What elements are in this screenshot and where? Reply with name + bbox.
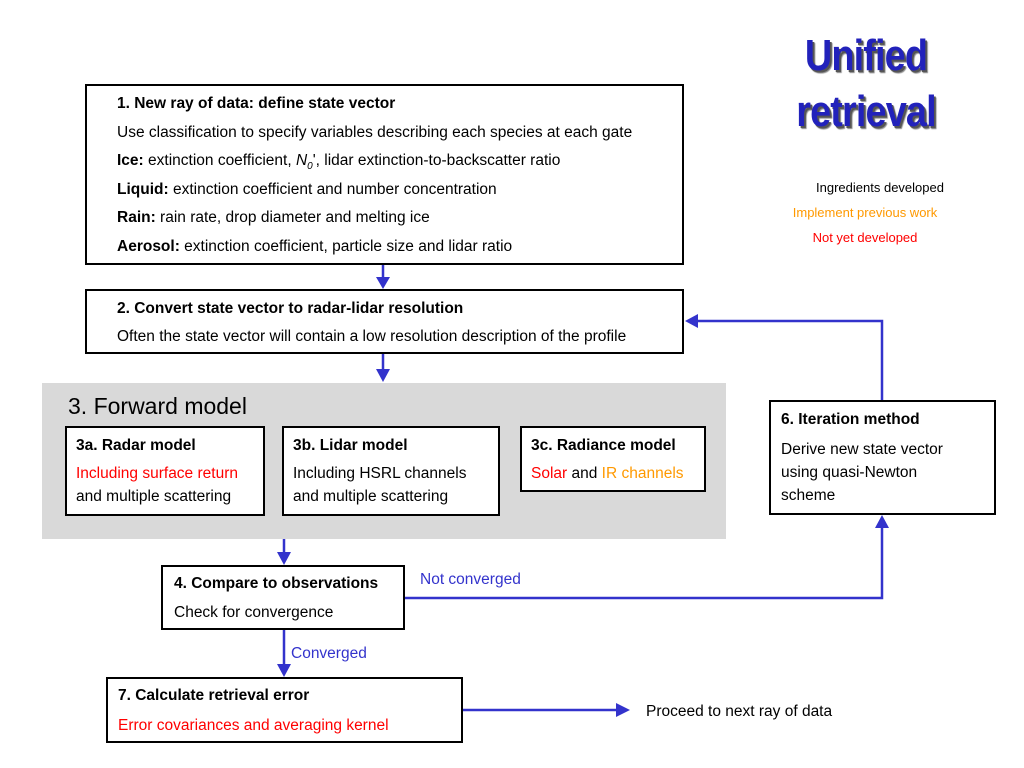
- radar-model-box: 3a. Radar model Including surface return…: [65, 426, 265, 516]
- box1-classification-line: Use classification to specify variables …: [117, 124, 633, 141]
- ice-text-pre: extinction coefficient,: [143, 152, 296, 169]
- not-converged-label: Not converged: [420, 571, 521, 588]
- arrowhead-2-to-3: [376, 369, 390, 382]
- liquid-label: Liquid:: [117, 181, 169, 198]
- iteration-method-box: 6. Iteration method Derive new state vec…: [769, 400, 996, 515]
- lidar-model-box: 3b. Lidar model Including HSRL channels …: [282, 426, 500, 516]
- arrowhead-1-to-2: [376, 277, 390, 289]
- proceed-next-ray-label: Proceed to next ray of data: [646, 703, 833, 720]
- legend-developed: Ingredients developed: [816, 180, 944, 195]
- radiance-model-heading: 3c. Radiance model: [531, 437, 676, 454]
- box7-heading: 7. Calculate retrieval error: [118, 687, 310, 704]
- arrowhead-3-to-4: [277, 552, 291, 565]
- radiance-model-channels: Solar and IR channels: [531, 464, 684, 483]
- forward-model-title: 3. Forward model: [68, 393, 247, 419]
- radar-model-heading: 3a. Radar model: [76, 437, 196, 454]
- title-line-2: retrieval: [796, 87, 936, 136]
- arrowhead-not-converged: [875, 515, 889, 528]
- box1-rain-line: Rain: rain rate, drop diameter and melti…: [117, 208, 430, 227]
- slide-title: Unified retrieval: [782, 28, 951, 140]
- retrieval-error-box: 7. Calculate retrieval error Error covar…: [106, 677, 463, 743]
- arrow-not-converged: [405, 527, 884, 600]
- converged-label: Converged: [291, 645, 367, 662]
- aerosol-label: Aerosol:: [117, 238, 180, 255]
- solar-channel: Solar: [531, 465, 568, 482]
- box2-description: Often the state vector will contain a lo…: [117, 328, 627, 345]
- radar-model-surface-return: Including surface return: [76, 465, 238, 482]
- arrowhead-proceed: [616, 703, 630, 717]
- aerosol-text: extinction coefficient, particle size an…: [179, 238, 513, 255]
- arrowhead-iteration-to-2: [685, 314, 698, 328]
- state-vector-box: 1. New ray of data: define state vector …: [85, 84, 684, 265]
- radiance-model-box: 3c. Radiance model Solar and IR channels: [520, 426, 706, 492]
- channels-and: and: [567, 465, 602, 482]
- box2-heading: 2. Convert state vector to radar-lidar r…: [117, 300, 464, 317]
- box4-heading: 4. Compare to observations: [174, 575, 379, 592]
- ice-n-subscript: 0: [307, 161, 313, 173]
- box6-line-3: scheme: [781, 487, 836, 504]
- legend-not-developed: Not yet developed: [812, 230, 918, 245]
- compare-observations-box: 4. Compare to observations Check for con…: [161, 565, 405, 630]
- ir-channels: IR channels: [601, 465, 684, 482]
- arrow-iteration-to-2: [697, 319, 884, 400]
- lidar-model-hsrl: Including HSRL channels: [293, 465, 467, 482]
- box6-line-2: using quasi-Newton: [781, 464, 918, 481]
- ice-label: Ice:: [117, 152, 144, 169]
- box4-description: Check for convergence: [174, 604, 334, 621]
- ice-n: N: [295, 152, 308, 169]
- liquid-text: extinction coefficient and number concen…: [168, 181, 497, 198]
- title-line-1: Unified: [804, 31, 928, 80]
- box1-aerosol-line: Aerosol: extinction coefficient, particl…: [117, 237, 512, 256]
- arrowhead-converged: [277, 664, 291, 677]
- box1-ice-line: Ice: extinction coefficient, N0', lidar …: [117, 151, 560, 176]
- convert-resolution-box: 2. Convert state vector to radar-lidar r…: [85, 289, 684, 354]
- rain-label: Rain:: [117, 209, 156, 226]
- ice-text-post: ', lidar extinction-to-backscatter ratio: [312, 152, 561, 169]
- box7-description: Error covariances and averaging kernel: [118, 717, 389, 734]
- lidar-model-heading: 3b. Lidar model: [293, 437, 408, 454]
- box1-liquid-line: Liquid: extinction coefficient and numbe…: [117, 180, 497, 199]
- box1-heading: 1. New ray of data: define state vector: [117, 95, 396, 112]
- radar-model-multiple-scattering: and multiple scattering: [76, 488, 232, 505]
- lidar-model-multiple-scattering: and multiple scattering: [293, 488, 449, 505]
- box6-line-1: Derive new state vector: [781, 441, 943, 458]
- rain-text: rain rate, drop diameter and melting ice: [155, 209, 430, 226]
- box6-heading: 6. Iteration method: [781, 411, 920, 428]
- legend-previous-work: Implement previous work: [792, 205, 938, 220]
